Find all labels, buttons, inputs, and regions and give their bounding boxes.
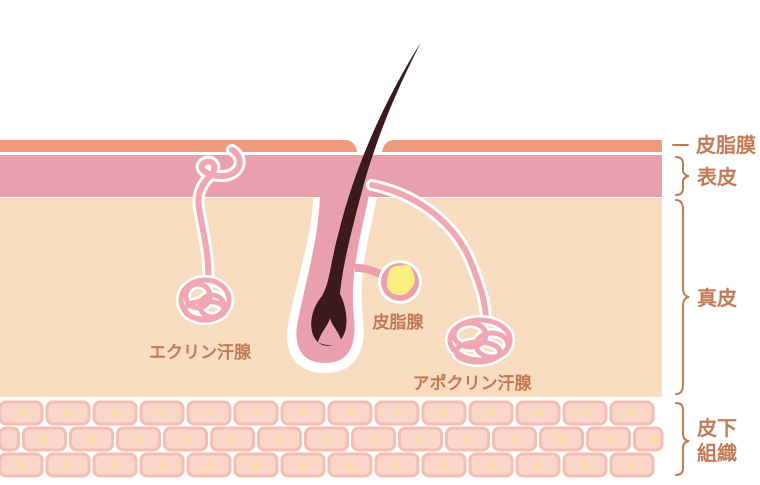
subcutaneous-bracket xyxy=(675,402,690,476)
fat-cell-nucleus xyxy=(393,409,401,417)
epidermis-bracket xyxy=(675,156,690,196)
fat-cell-nucleus xyxy=(252,461,260,469)
hair-papilla xyxy=(318,318,342,345)
dermis-label: 真皮 xyxy=(697,286,737,310)
fat-cell-nucleus xyxy=(369,435,378,443)
fat-cell-nucleus xyxy=(299,409,307,417)
subcutaneous-label-line1: 皮下 xyxy=(697,416,737,440)
fat-cell-nucleus xyxy=(205,461,213,469)
fat-cell-nucleus xyxy=(17,409,25,417)
fat-cell-nucleus xyxy=(158,461,166,469)
fat-cell-nucleus xyxy=(111,461,119,469)
fat-cell-nucleus xyxy=(628,409,636,417)
eccrine-duct xyxy=(195,147,243,288)
fat-cell-nucleus xyxy=(604,435,613,443)
epidermis-label: 表皮 xyxy=(697,165,737,189)
fat-cell-nucleus xyxy=(17,461,25,469)
fat-cell-nucleus xyxy=(487,461,495,469)
sebaceous-gland-content xyxy=(386,264,415,296)
sebum-film-left xyxy=(0,140,357,152)
fat-cell-nucleus xyxy=(440,461,448,469)
sebum-film-label: 皮脂膜 xyxy=(696,133,756,157)
fat-cell-nucleus xyxy=(534,409,542,417)
fat-cell-nucleus xyxy=(534,461,542,469)
fat-cell-nucleus xyxy=(158,409,166,417)
fat-cell-nucleus xyxy=(393,461,401,469)
fat-cell-nucleus xyxy=(228,435,237,443)
fat-cell-nucleus xyxy=(275,435,284,443)
hair-shaft xyxy=(311,42,421,346)
fat-cell-nucleus xyxy=(463,435,472,443)
fat-cell-nucleus xyxy=(346,409,354,417)
fat-cell-nucleus xyxy=(181,435,190,443)
fat-cell-nucleus xyxy=(87,435,96,443)
fat-cell-nucleus xyxy=(487,409,495,417)
fat-cell-nucleus xyxy=(440,409,448,417)
fat-cells-group xyxy=(0,400,664,478)
sebaceous-label: 皮脂腺 xyxy=(373,312,425,333)
fat-cell-nucleus xyxy=(628,461,636,469)
fat-cell-nucleus xyxy=(322,435,331,443)
apocrine-duct xyxy=(369,182,489,321)
eccrine-gland xyxy=(176,275,234,325)
fat-cell-nucleus xyxy=(205,409,213,417)
fat-cell-nucleus xyxy=(651,435,660,443)
fat-cell-nucleus xyxy=(557,435,566,443)
fat-cell-nucleus xyxy=(134,435,143,443)
fat-cell-nucleus xyxy=(252,409,260,417)
eccrine-label: エクリン汗腺 xyxy=(149,342,252,363)
fat-cell-nucleus xyxy=(64,409,72,417)
fat-cell-nucleus xyxy=(346,461,354,469)
fat-cell-nucleus xyxy=(299,461,307,469)
fat-cell-nucleus xyxy=(40,435,49,443)
dermis-bracket xyxy=(675,199,690,395)
apocrine-gland xyxy=(445,315,515,367)
sebum-film-right xyxy=(382,140,662,152)
subcutaneous-label-line2: 組織 xyxy=(697,441,737,465)
fat-cell-nucleus xyxy=(111,409,119,417)
fat-cell xyxy=(0,426,20,452)
fat-cell xyxy=(633,426,664,452)
fat-cell-nucleus xyxy=(510,435,519,443)
fat-cell-nucleus xyxy=(581,461,589,469)
layer-brackets xyxy=(672,144,690,476)
fat-cell-nucleus xyxy=(64,461,72,469)
fat-cell-nucleus xyxy=(581,409,589,417)
fat-cell-nucleus xyxy=(416,435,425,443)
apocrine-label: アポクリン汗腺 xyxy=(413,373,533,394)
